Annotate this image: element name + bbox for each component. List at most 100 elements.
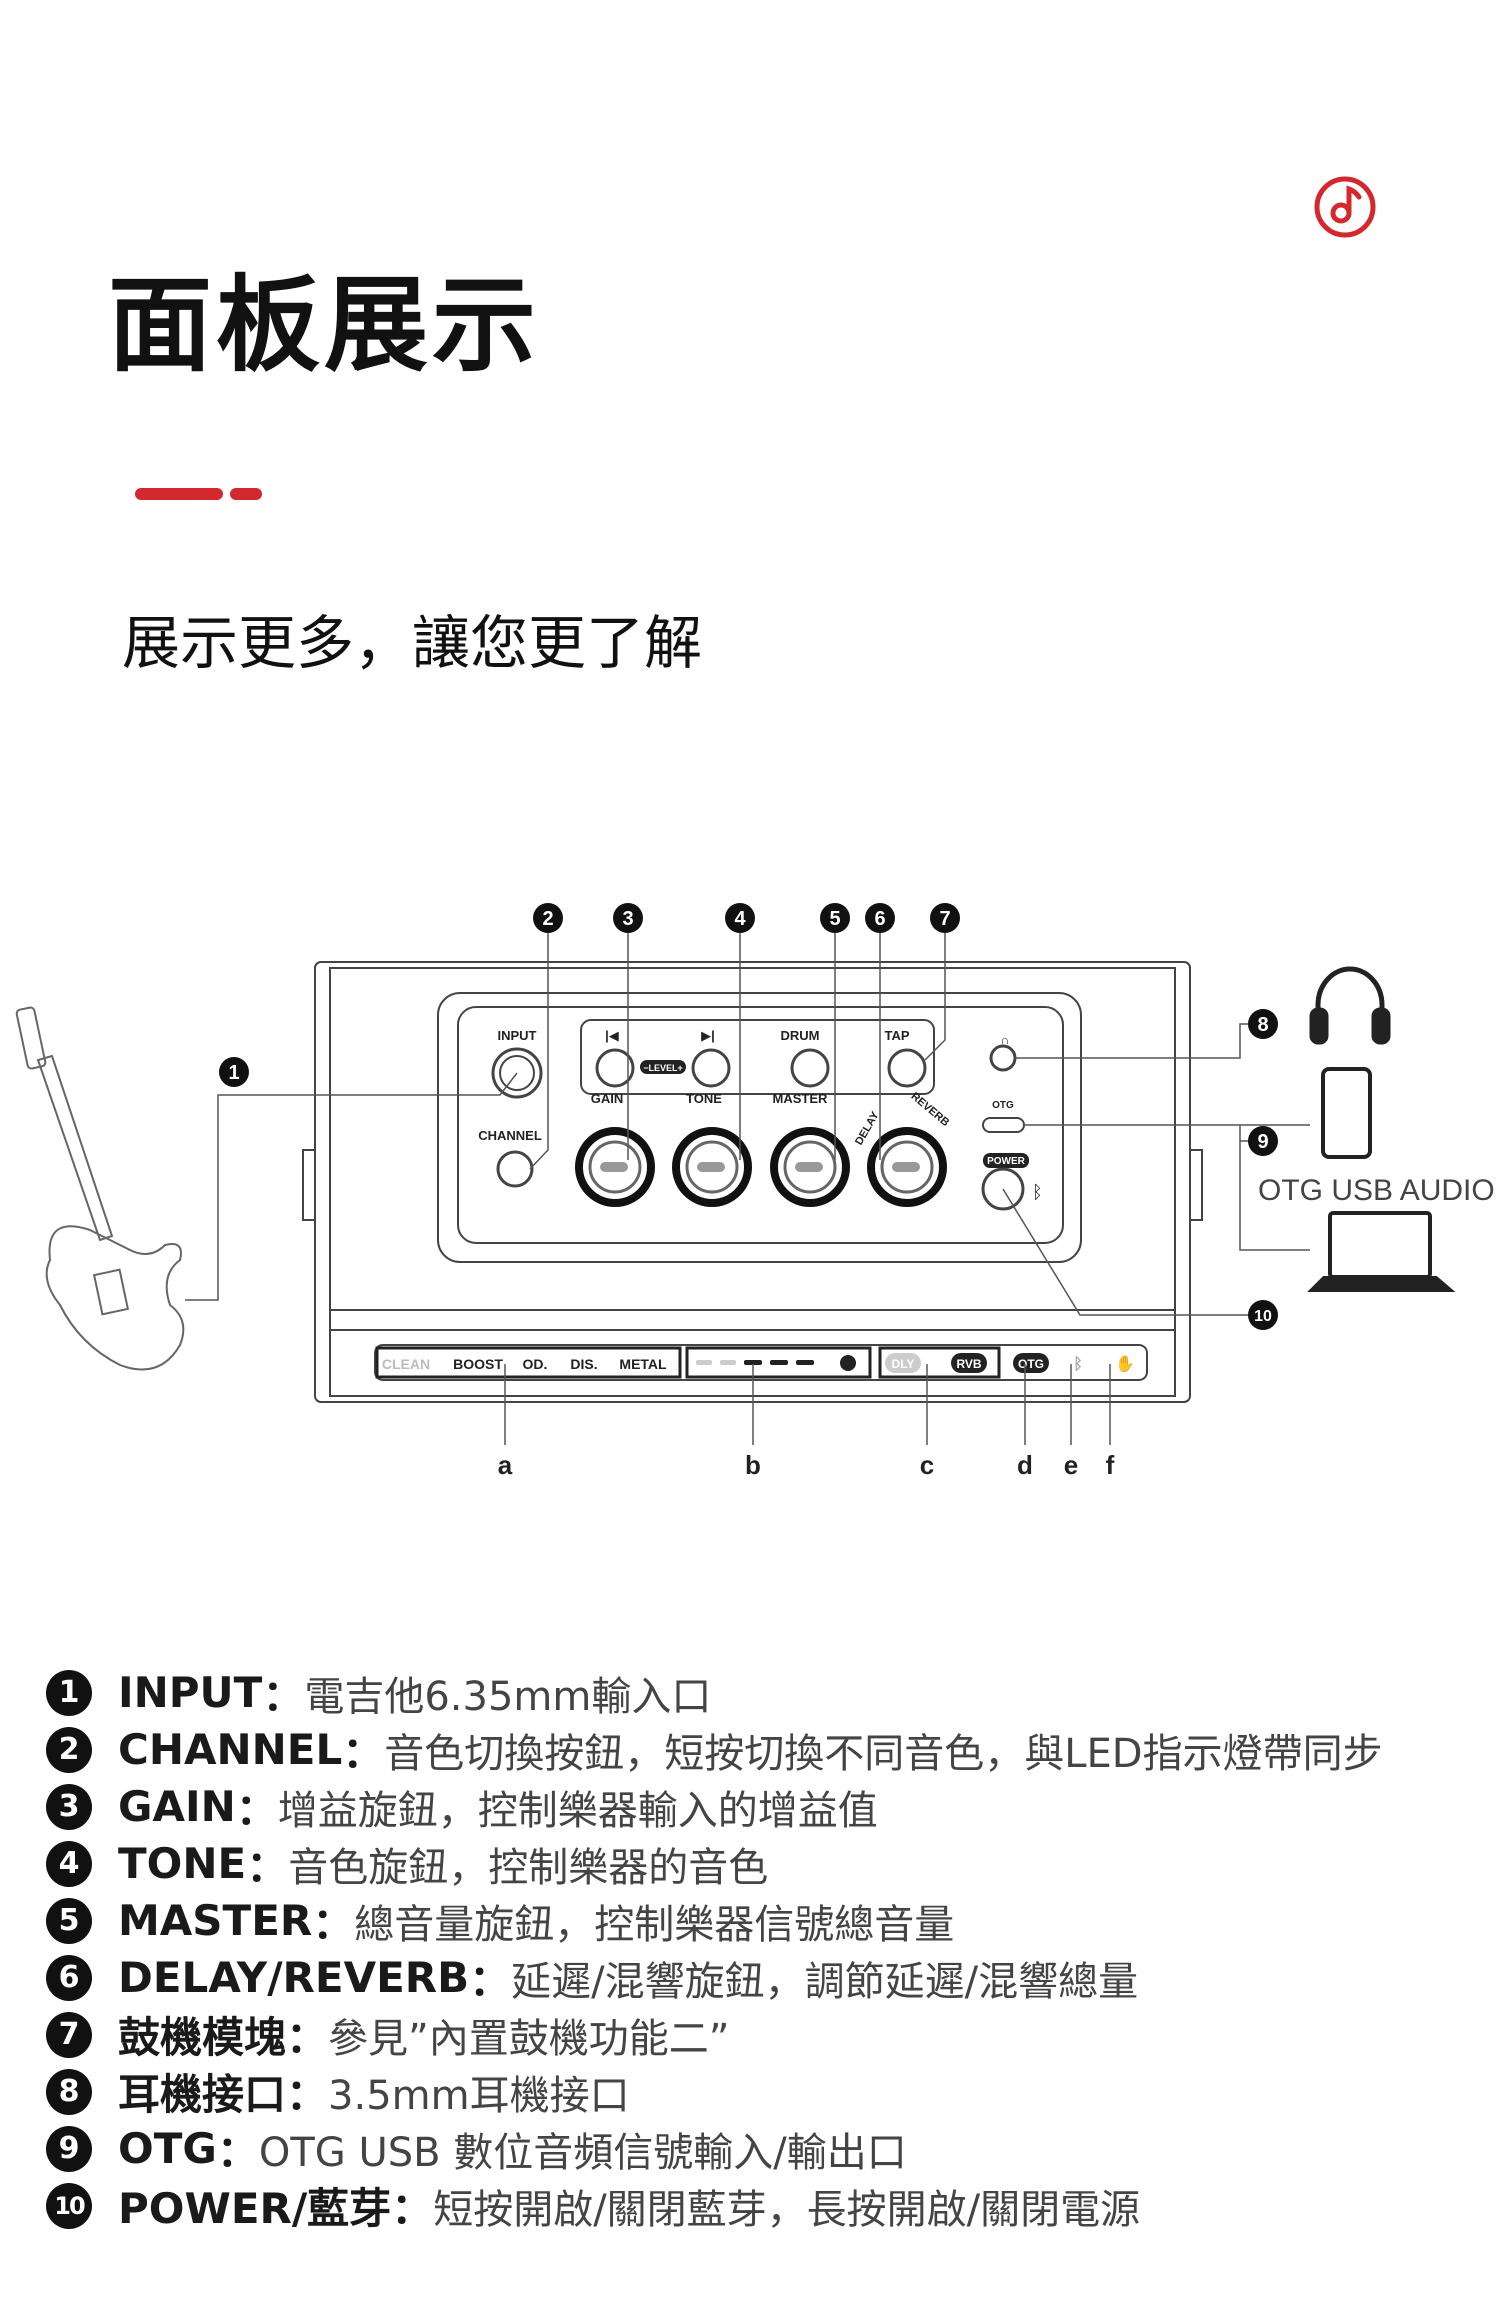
feature-separator: ： xyxy=(262,1671,305,1720)
led-otg: OTG xyxy=(1018,1357,1044,1371)
led-hand-icon: ✋ xyxy=(1115,1354,1135,1373)
prev-button xyxy=(595,1048,635,1088)
led-bluetooth-icon: ᛒ xyxy=(1073,1356,1083,1373)
letter-f: f xyxy=(1106,1450,1115,1480)
feature-key: 鼓機模塊 xyxy=(118,2013,287,2062)
label-input: INPUT xyxy=(498,1028,537,1043)
label-reverb: REVERB xyxy=(909,1090,952,1129)
led-clean: CLEAN xyxy=(382,1356,430,1372)
led-dis: DIS. xyxy=(570,1356,597,1372)
delay-reverb-knob xyxy=(867,1127,947,1207)
feature-item: 4 TONE：音色旋鈕，控制樂器的音色 xyxy=(46,1835,1383,1892)
led-rvb: RVB xyxy=(956,1357,981,1371)
feature-number-badge: 10 xyxy=(46,2182,92,2229)
callout-3: 3 xyxy=(622,908,633,930)
label-tap: TAP xyxy=(884,1028,909,1043)
feature-key: CHANNEL xyxy=(118,1725,343,1774)
callout-7: 7 xyxy=(939,908,950,930)
tone-knob xyxy=(672,1127,752,1207)
label-otg: OTG xyxy=(992,1100,1014,1111)
led-metal: METAL xyxy=(619,1356,667,1372)
drum-button xyxy=(790,1048,830,1088)
bluetooth-icon: ᛒ xyxy=(1032,1182,1043,1202)
feature-separator: ： xyxy=(469,1956,512,2005)
feature-number-badge: 5 xyxy=(46,1897,92,1944)
callout-1: 1 xyxy=(228,1062,239,1084)
feature-separator: ： xyxy=(391,2184,434,2233)
page-title: 面板展示 xyxy=(108,264,541,386)
feature-number-badge: 7 xyxy=(46,2011,92,2058)
feature-key: MASTER xyxy=(118,1896,313,1945)
power-button xyxy=(981,1167,1025,1211)
feature-key: OTG xyxy=(118,2124,217,2173)
phone-icon xyxy=(1321,1067,1372,1159)
feature-separator: ： xyxy=(216,2127,259,2176)
input-jack xyxy=(491,1047,543,1099)
channel-button xyxy=(496,1150,534,1188)
gain-knob xyxy=(575,1127,655,1207)
guitar-icon xyxy=(15,1006,185,1371)
callout-8: 8 xyxy=(1257,1014,1268,1036)
feature-separator: ： xyxy=(286,2070,329,2119)
music-note-circle-icon xyxy=(1314,176,1376,238)
feature-number-badge: 2 xyxy=(46,1726,92,1773)
feature-separator: ： xyxy=(235,1785,278,1834)
feature-description: 增益旋鈕，控制樂器輸入的增益值 xyxy=(277,1787,878,1834)
feature-description: 音色切換按鈕，短按切換不同音色，與LED指示燈帶同步 xyxy=(384,1730,1383,1777)
otg-usb-audio-caption: OTG USB AUDIO xyxy=(1258,1174,1495,1207)
feature-item: 7 鼓機模塊：參見”內置鼓機功能二” xyxy=(46,2006,1383,2063)
next-button xyxy=(691,1048,731,1088)
feature-description: 參見”內置鼓機功能二” xyxy=(328,2015,730,2062)
drum-led-icon xyxy=(840,1355,856,1371)
page-subtitle: 展示更多，讓您更了解 xyxy=(122,609,703,677)
title-underline-short xyxy=(230,488,262,500)
led-od: OD. xyxy=(523,1356,548,1372)
feature-number-badge: 4 xyxy=(46,1840,92,1887)
feature-number-badge: 6 xyxy=(46,1954,92,2001)
callout-9: 9 xyxy=(1257,1131,1268,1153)
feature-description: 短按開啟/關閉藍芽，長按開啟/關閉電源 xyxy=(433,2186,1141,2233)
feature-key: INPUT xyxy=(118,1668,263,1717)
feature-description: 電吉他6.35mm輸入口 xyxy=(304,1673,712,1720)
feature-separator: ： xyxy=(246,1842,289,1891)
callout-2: 2 xyxy=(542,908,553,930)
label-level: −LEVEL+ xyxy=(643,1063,683,1073)
led-boost: BOOST xyxy=(453,1356,503,1372)
feature-item: 5 MASTER：總音量旋鈕，控制樂器信號總音量 xyxy=(46,1892,1383,1949)
laptop-icon xyxy=(1307,1211,1456,1292)
amp-device xyxy=(302,961,1203,1403)
label-gain: GAIN xyxy=(591,1091,624,1106)
title-underline-long xyxy=(135,488,223,500)
label-power: POWER xyxy=(987,1156,1026,1167)
feature-separator: ： xyxy=(286,2013,329,2062)
feature-key: GAIN xyxy=(118,1782,236,1831)
letter-d: d xyxy=(1017,1450,1033,1480)
letter-e: e xyxy=(1064,1450,1078,1480)
letter-c: c xyxy=(920,1450,934,1480)
callout-5: 5 xyxy=(829,908,840,930)
headphones-icon xyxy=(1309,966,1391,1045)
led-dly: DLY xyxy=(892,1357,915,1371)
feature-key: DELAY/REVERB xyxy=(118,1953,470,2002)
feature-number-badge: 8 xyxy=(46,2068,92,2115)
feature-description: OTG USB 數位音頻信號輸入/輸出口 xyxy=(258,2129,907,2176)
otg-port xyxy=(982,1117,1025,1133)
feature-item: 3 GAIN：增益旋鈕，控制樂器輸入的增益值 xyxy=(46,1778,1383,1835)
feature-description: 總音量旋鈕，控制樂器信號總音量 xyxy=(354,1901,955,1948)
label-prev: |◀ xyxy=(605,1028,619,1043)
tap-button xyxy=(887,1048,927,1088)
feature-key: 耳機接口 xyxy=(118,2070,287,2119)
callout-10: 10 xyxy=(1254,1308,1272,1325)
label-next: ▶| xyxy=(701,1028,715,1043)
feature-description: 音色旋鈕，控制樂器的音色 xyxy=(288,1844,769,1891)
feature-number-badge: 3 xyxy=(46,1783,92,1830)
feature-key: TONE xyxy=(118,1839,247,1888)
feature-separator: ： xyxy=(312,1899,355,1948)
feature-separator: ： xyxy=(342,1728,385,1777)
letter-a: a xyxy=(498,1450,513,1480)
